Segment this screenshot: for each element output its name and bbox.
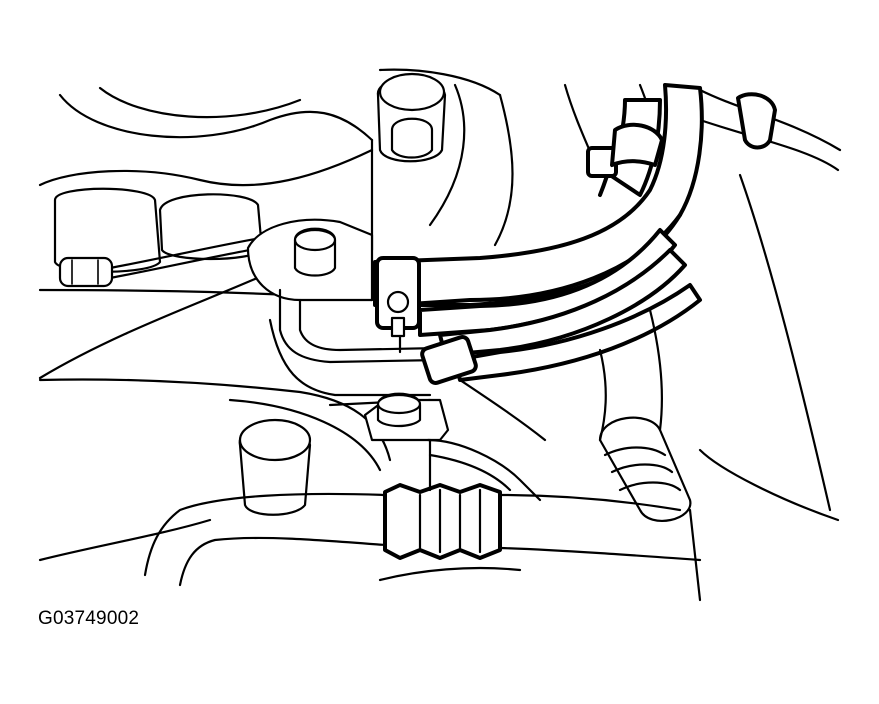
hose-bundle [373, 83, 704, 382]
lower-pipe [38, 438, 702, 587]
lower-cap [238, 418, 312, 516]
hose-clamps [375, 92, 777, 385]
bracket-bolt [293, 227, 337, 277]
top-cap [376, 72, 447, 163]
corrugated-hose-right [598, 308, 840, 602]
figure-code-label: G03749002 [38, 608, 140, 629]
center-bolt [363, 378, 547, 502]
engine-background-upper [38, 68, 842, 512]
